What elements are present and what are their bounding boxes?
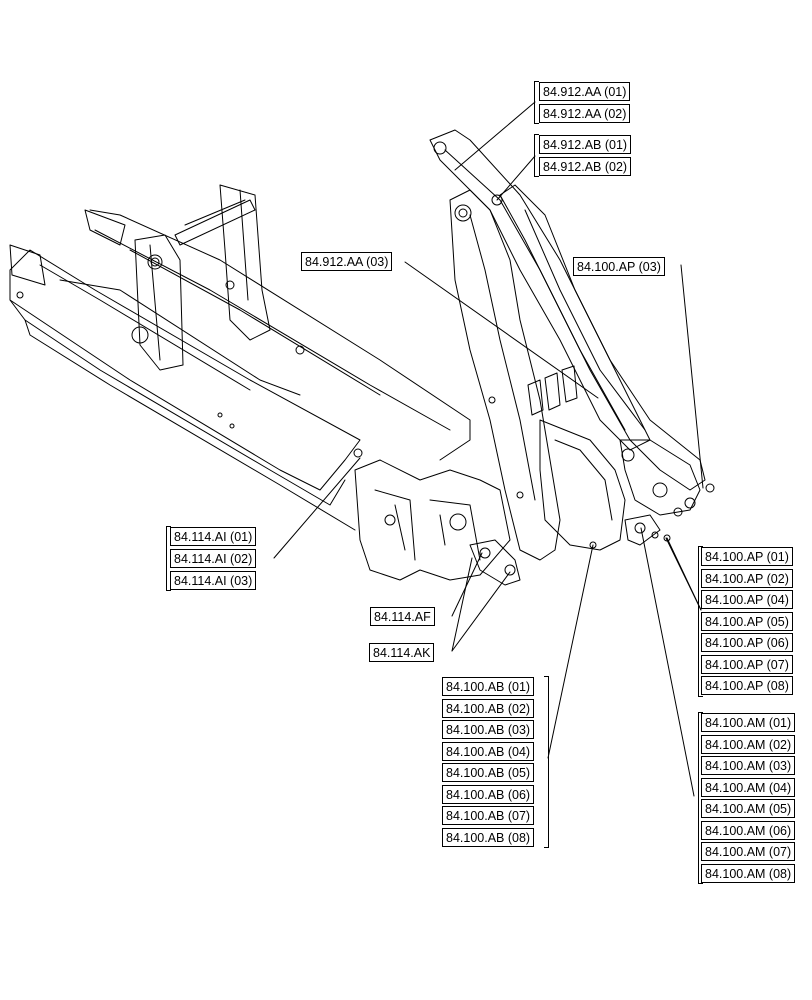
- callout-84-100-am-01[interactable]: 84.100.AM (01): [701, 713, 796, 732]
- callout-84-100-ap-06[interactable]: 84.100.AP (06): [701, 633, 793, 652]
- callout-84-912-ab-01[interactable]: 84.912.AB (01): [539, 135, 632, 154]
- callout-84-100-ab-01[interactable]: 84.100.AB (01): [442, 677, 535, 696]
- bracket-100-ap: [698, 546, 703, 697]
- callout-84-114-af[interactable]: 84.114.AF: [370, 607, 435, 626]
- bracket-100-am: [698, 712, 703, 884]
- callout-84-100-am-03[interactable]: 84.100.AM (03): [701, 756, 796, 775]
- callout-84-114-ai-01[interactable]: 84.114.AI (01): [170, 527, 257, 546]
- callout-84-100-ap-08[interactable]: 84.100.AP (08): [701, 676, 793, 695]
- callout-84-912-ab-02[interactable]: 84.912.AB (02): [539, 157, 632, 176]
- bracket-912-aa: [534, 81, 539, 124]
- callout-84-114-ak[interactable]: 84.114.AK: [369, 643, 435, 662]
- callout-84-912-aa-03[interactable]: 84.912.AA (03): [301, 252, 393, 271]
- callout-84-100-am-07[interactable]: 84.100.AM (07): [701, 842, 796, 861]
- leader-lines: [273, 101, 704, 797]
- callout-84-100-am-06[interactable]: 84.100.AM (06): [701, 821, 796, 840]
- callout-84-100-ab-06[interactable]: 84.100.AB (06): [442, 785, 535, 804]
- callout-84-100-ap-05[interactable]: 84.100.AP (05): [701, 612, 793, 631]
- bracket-114-ai: [166, 526, 171, 591]
- callout-84-114-ai-03[interactable]: 84.114.AI (03): [170, 571, 257, 590]
- bracket-100-ab: [544, 676, 549, 848]
- bracket-912-ab: [534, 134, 539, 177]
- callout-84-100-ap-07[interactable]: 84.100.AP (07): [701, 655, 793, 674]
- callout-84-100-ab-03[interactable]: 84.100.AB (03): [442, 720, 535, 739]
- callout-84-100-am-08[interactable]: 84.100.AM (08): [701, 864, 796, 883]
- callout-84-100-ab-08[interactable]: 84.100.AB (08): [442, 828, 535, 847]
- callout-84-100-ap-02[interactable]: 84.100.AP (02): [701, 569, 793, 588]
- callout-84-100-am-02[interactable]: 84.100.AM (02): [701, 735, 796, 754]
- callout-84-100-ab-05[interactable]: 84.100.AB (05): [442, 763, 535, 782]
- chassis-frame: [9, 184, 521, 586]
- callout-84-100-ap-04[interactable]: 84.100.AP (04): [701, 590, 793, 609]
- callout-84-100-ab-02[interactable]: 84.100.AB (02): [442, 699, 535, 718]
- callout-84-100-am-05[interactable]: 84.100.AM (05): [701, 799, 796, 818]
- callout-84-114-ai-02[interactable]: 84.114.AI (02): [170, 549, 257, 568]
- callout-84-100-ap-01[interactable]: 84.100.AP (01): [701, 547, 793, 566]
- loader-boom: [429, 129, 715, 561]
- callout-84-100-ab-07[interactable]: 84.100.AB (07): [442, 806, 535, 825]
- callout-84-100-am-04[interactable]: 84.100.AM (04): [701, 778, 796, 797]
- callout-84-100-ap-03[interactable]: 84.100.AP (03): [573, 257, 665, 276]
- callout-84-912-aa-02[interactable]: 84.912.AA (02): [539, 104, 631, 123]
- callout-84-912-aa-01[interactable]: 84.912.AA (01): [539, 82, 631, 101]
- callout-84-100-ab-04[interactable]: 84.100.AB (04): [442, 742, 535, 761]
